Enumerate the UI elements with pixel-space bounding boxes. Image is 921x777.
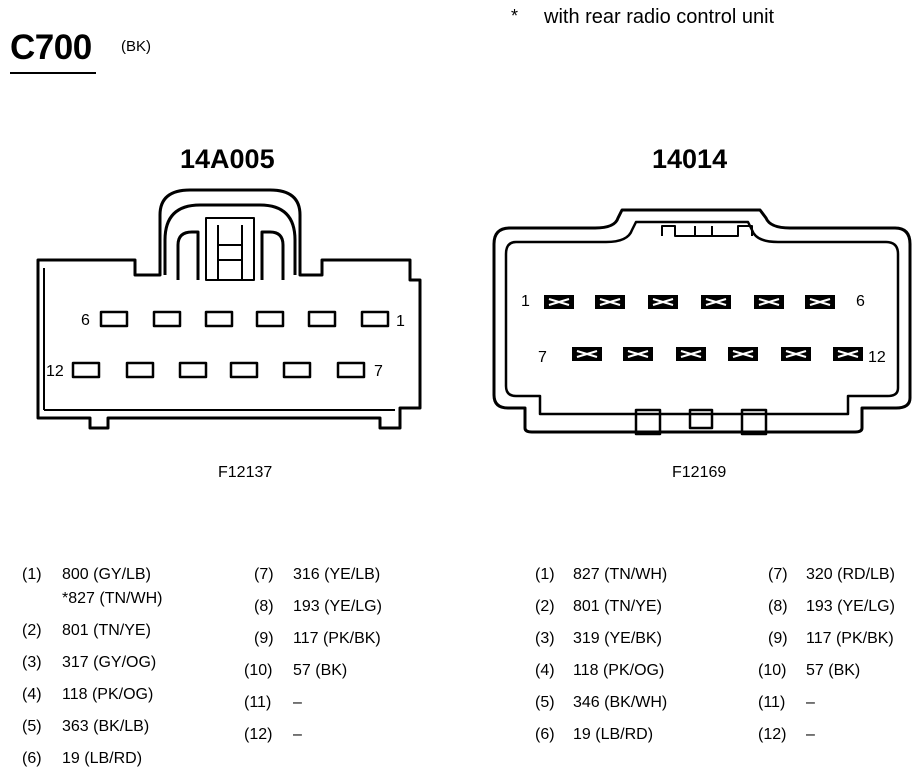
right-pin-10-num: (10) (758, 662, 787, 679)
right-pin-4-num: (4) (535, 662, 555, 679)
right-pin-3-value: 319 (YE/BK) (573, 630, 662, 647)
left-pin-8-num: (8) (254, 598, 274, 615)
left-face-label-6: 6 (81, 312, 90, 329)
right-pin-11-num: (11) (758, 694, 786, 711)
left-pin-9-value: 117 (PK/BK) (293, 630, 381, 647)
left-connector-cavities (71, 310, 390, 379)
left-pin-4-value: 118 (PK/OG) (62, 686, 154, 703)
connector-id-title: C700 (10, 28, 92, 67)
right-cavity-5 (754, 295, 784, 309)
left-pin-5-num: (5) (22, 718, 42, 735)
right-cavity-7 (572, 347, 602, 361)
left-pin-9-num: (9) (254, 630, 274, 647)
right-pin-7-value: 320 (RD/LB) (806, 566, 895, 583)
right-pin-9-value: 117 (PK/BK) (806, 630, 894, 647)
left-connector-face (36, 188, 422, 430)
left-figure-id: F12137 (218, 464, 273, 481)
left-pin-12-value: – (293, 726, 302, 743)
left-pin-7-value: 316 (YE/LB) (293, 566, 381, 583)
left-pin-11-num: (11) (244, 694, 272, 711)
left-cavity-1 (360, 310, 390, 328)
right-cavity-4 (701, 295, 731, 309)
right-pin-2-num: (2) (535, 598, 555, 615)
right-face-label-12: 12 (868, 349, 886, 366)
left-connector-part-number: 14A005 (180, 144, 275, 174)
right-pin-12-value: – (806, 726, 815, 743)
left-cavity-7 (336, 361, 366, 379)
right-connector-cavities (544, 295, 863, 361)
right-cavity-1 (544, 295, 574, 309)
left-cavity-10 (178, 361, 208, 379)
left-pin-6-value: 19 (LB/RD) (62, 750, 143, 767)
left-face-label-12: 12 (46, 363, 64, 380)
left-pin-11-value: – (293, 694, 302, 711)
left-pin-10-num: (10) (244, 662, 273, 679)
left-pin-2-value: 801 (TN/YE) (62, 622, 151, 639)
right-pin-12-num: (12) (758, 726, 787, 743)
right-face-label-7: 7 (538, 349, 547, 366)
right-pin-10-value: 57 (BK) (806, 662, 861, 679)
left-pin-1-num: (1) (22, 566, 42, 583)
right-cavity-3 (648, 295, 678, 309)
right-pin-4-value: 118 (PK/OG) (573, 662, 665, 679)
left-pin-1-value2: *827 (TN/WH) (62, 590, 163, 607)
left-pin-12-num: (12) (244, 726, 273, 743)
right-pin-6-value: 19 (LB/RD) (573, 726, 654, 743)
right-face-label-6: 6 (856, 293, 865, 310)
right-cavity-10 (728, 347, 758, 361)
note-text: with rear radio control unit (544, 6, 775, 28)
left-cavity-8 (282, 361, 312, 379)
left-cavity-4 (204, 310, 234, 328)
connector-color: (BK) (121, 38, 151, 55)
left-pin-8-value: 193 (YE/LG) (293, 598, 382, 615)
right-figure-id: F12169 (672, 464, 727, 481)
left-cavity-5 (152, 310, 182, 328)
note-marker: * (511, 6, 519, 26)
right-pin-8-num: (8) (768, 598, 788, 615)
left-pin-1-value: 800 (GY/LB) (62, 566, 151, 583)
right-pin-5-num: (5) (535, 694, 555, 711)
left-pin-5-value: 363 (BK/LB) (62, 718, 150, 735)
right-pin-3-num: (3) (535, 630, 555, 647)
right-pin-1-value: 827 (TN/WH) (573, 566, 668, 583)
left-cavity-9 (229, 361, 259, 379)
right-pin-11-value: – (806, 694, 815, 711)
left-face-label-7: 7 (374, 363, 383, 380)
right-pin-6-num: (6) (535, 726, 555, 743)
right-cavity-6 (805, 295, 835, 309)
left-cavity-3 (255, 310, 285, 328)
right-cavity-9 (676, 347, 706, 361)
left-cavity-12 (71, 361, 101, 379)
left-pin-4-num: (4) (22, 686, 42, 703)
right-pin-2-value: 801 (TN/YE) (573, 598, 662, 615)
right-pin-7-num: (7) (768, 566, 788, 583)
right-pin-8-value: 193 (YE/LG) (806, 598, 895, 615)
right-face-label-1: 1 (521, 293, 530, 310)
right-pin-9-num: (9) (768, 630, 788, 647)
left-pin-7-num: (7) (254, 566, 274, 583)
right-cavity-8 (623, 347, 653, 361)
title-underline (10, 72, 96, 74)
left-pin-2-num: (2) (22, 622, 42, 639)
left-pin-3-num: (3) (22, 654, 42, 671)
left-pin-10-value: 57 (BK) (293, 662, 348, 679)
left-cavity-2 (307, 310, 337, 328)
left-cavity-11 (125, 361, 155, 379)
left-pin-6-num: (6) (22, 750, 42, 767)
right-connector-part-number: 14014 (652, 144, 728, 174)
right-cavity-12 (833, 347, 863, 361)
left-cavity-6 (99, 310, 129, 328)
left-pin-3-value: 317 (GY/OG) (62, 654, 157, 671)
right-pin-1-num: (1) (535, 566, 555, 583)
right-connector-face (492, 208, 912, 436)
right-cavity-11 (781, 347, 811, 361)
right-cavity-2 (595, 295, 625, 309)
left-face-label-1: 1 (396, 313, 405, 330)
right-pin-5-value: 346 (BK/WH) (573, 694, 668, 711)
